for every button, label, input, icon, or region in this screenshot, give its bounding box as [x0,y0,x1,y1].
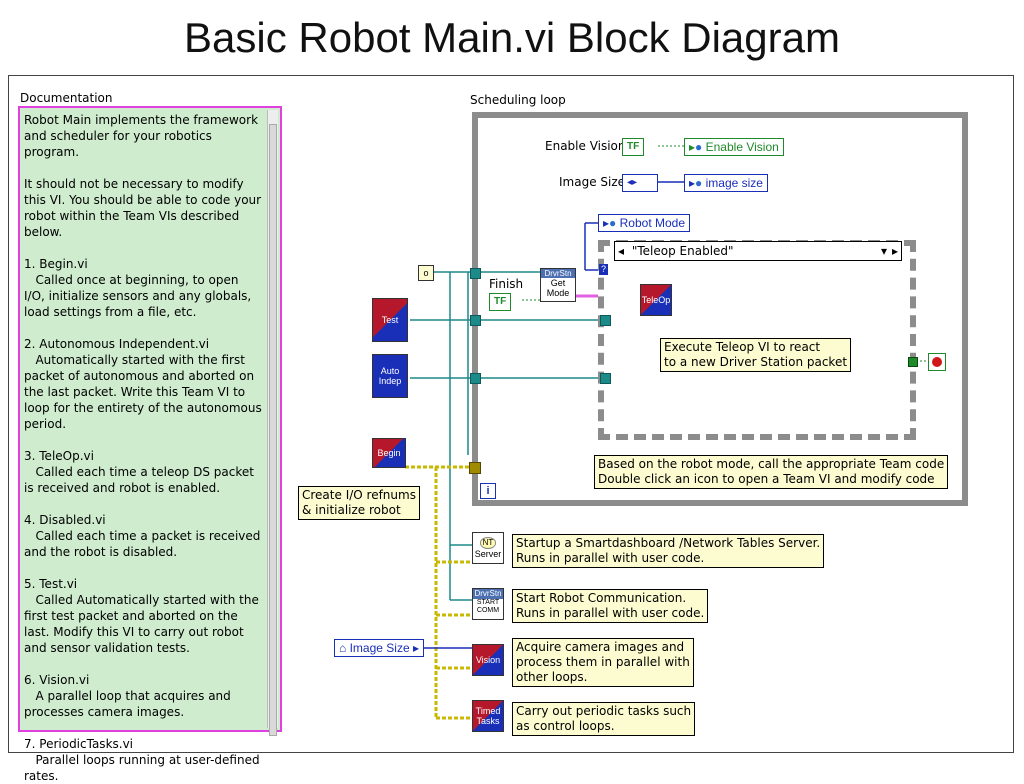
image-size-label: Image Size [559,175,626,189]
refnum-tunnel [469,462,481,474]
teleop-vi[interactable]: TeleOp [640,284,672,316]
image-size-constant[interactable]: ◂▸ [622,174,658,192]
scheduling-while-loop[interactable] [472,112,968,506]
vision-note: Acquire camera images and process them i… [512,638,694,687]
create-io-note: Create I/O refnums & initialize robot [298,486,420,520]
enum-icon: ◂▸ [627,177,638,188]
case-increment-icon[interactable]: ▸ [891,244,898,258]
arrow-icon: ▸ [412,641,419,655]
arrow-icon: ▸ [689,176,696,190]
stop-icon [932,357,942,367]
image-size-global[interactable]: ▸● image size [684,174,768,192]
vision-vi[interactable]: Vision [472,644,504,676]
case-tunnel-2 [600,373,611,384]
loop-note: Based on the robot mode, call the approp… [594,455,949,489]
stop-terminal[interactable] [928,353,946,371]
documentation-scrollbar[interactable] [267,110,278,736]
shift-register-in [470,268,481,279]
slide-title: Basic Robot Main.vi Block Diagram [184,14,840,61]
test-tunnel [470,315,481,326]
robot-mode-global[interactable]: ▸● Robot Mode [598,214,690,232]
loop-condition-tunnel [908,357,918,367]
comm-note: Start Robot Communication. Runs in paral… [512,589,709,623]
home-icon: ⌂ [339,641,347,655]
start-comm-vi[interactable]: DrvrStn START COMM [472,588,504,620]
arrow-icon: ▸ [603,216,610,230]
test-vi[interactable]: Test [372,298,408,342]
start-comm-label: START COMM [476,599,500,614]
documentation-text: Robot Main implements the framework and … [24,113,262,783]
image-size-global-label: image size [705,176,763,190]
case-tunnel-1 [600,315,611,326]
get-mode-vi[interactable]: DrvrStn Get Mode [540,268,576,302]
case-selector-terminal: ? [599,264,608,275]
image-size-global-read-label: Image Size [349,641,410,655]
case-selector-value: "Teleop Enabled" [631,244,734,258]
finish-constant[interactable]: TF [489,293,512,311]
documentation-scroll-thumb[interactable] [269,124,277,736]
server-note: Startup a Smartdashboard /Network Tables… [512,534,825,568]
globe-icon: ● [695,140,703,154]
case-decrement-icon[interactable]: ◂ [618,244,625,258]
enable-vision-constant[interactable]: TF [622,138,645,156]
case-selector[interactable]: ◂ "Teleop Enabled" ▾ ▸ [614,241,902,261]
robot-mode-global-label: Robot Mode [619,216,685,230]
documentation-panel[interactable]: Robot Main implements the framework and … [18,106,282,783]
start-comm-header: DrvrStn [473,589,503,599]
auto-tunnel [470,373,481,384]
auto-indep-vi[interactable]: Auto Indep [372,354,408,398]
case-dropdown-icon[interactable]: ▾ [880,244,887,258]
globe-icon: ● [609,216,617,230]
begin-vi[interactable]: Begin [372,438,406,468]
globe-icon: ● [695,176,703,190]
server-vi[interactable]: NT Server [472,532,504,564]
enable-vision-global[interactable]: ▸● Enable Vision [684,138,784,156]
get-mode-label: Get Mode [546,278,570,298]
arrow-icon: ▸ [689,140,696,154]
server-label: Server [474,549,502,559]
finish-label: Finish [489,277,524,291]
enable-vision-global-label: Enable Vision [705,140,779,154]
info-icon[interactable]: i [480,483,496,499]
timed-tasks-vi[interactable]: Timed Tasks [472,700,504,732]
enable-vision-label: Enable Vision [545,139,626,153]
periodic-note: Carry out periodic tasks such as control… [512,702,696,736]
nt-icon: NT [479,537,497,549]
documentation-label: Documentation [20,91,113,105]
image-size-global-read[interactable]: ⌂ Image Size ▸ [334,639,424,657]
error-constant[interactable]: o [418,265,434,281]
scheduling-loop-label: Scheduling loop [470,93,566,107]
get-mode-header: DrvrStn [541,269,575,278]
case-note: Execute Teleop VI to react to a new Driv… [660,338,852,372]
